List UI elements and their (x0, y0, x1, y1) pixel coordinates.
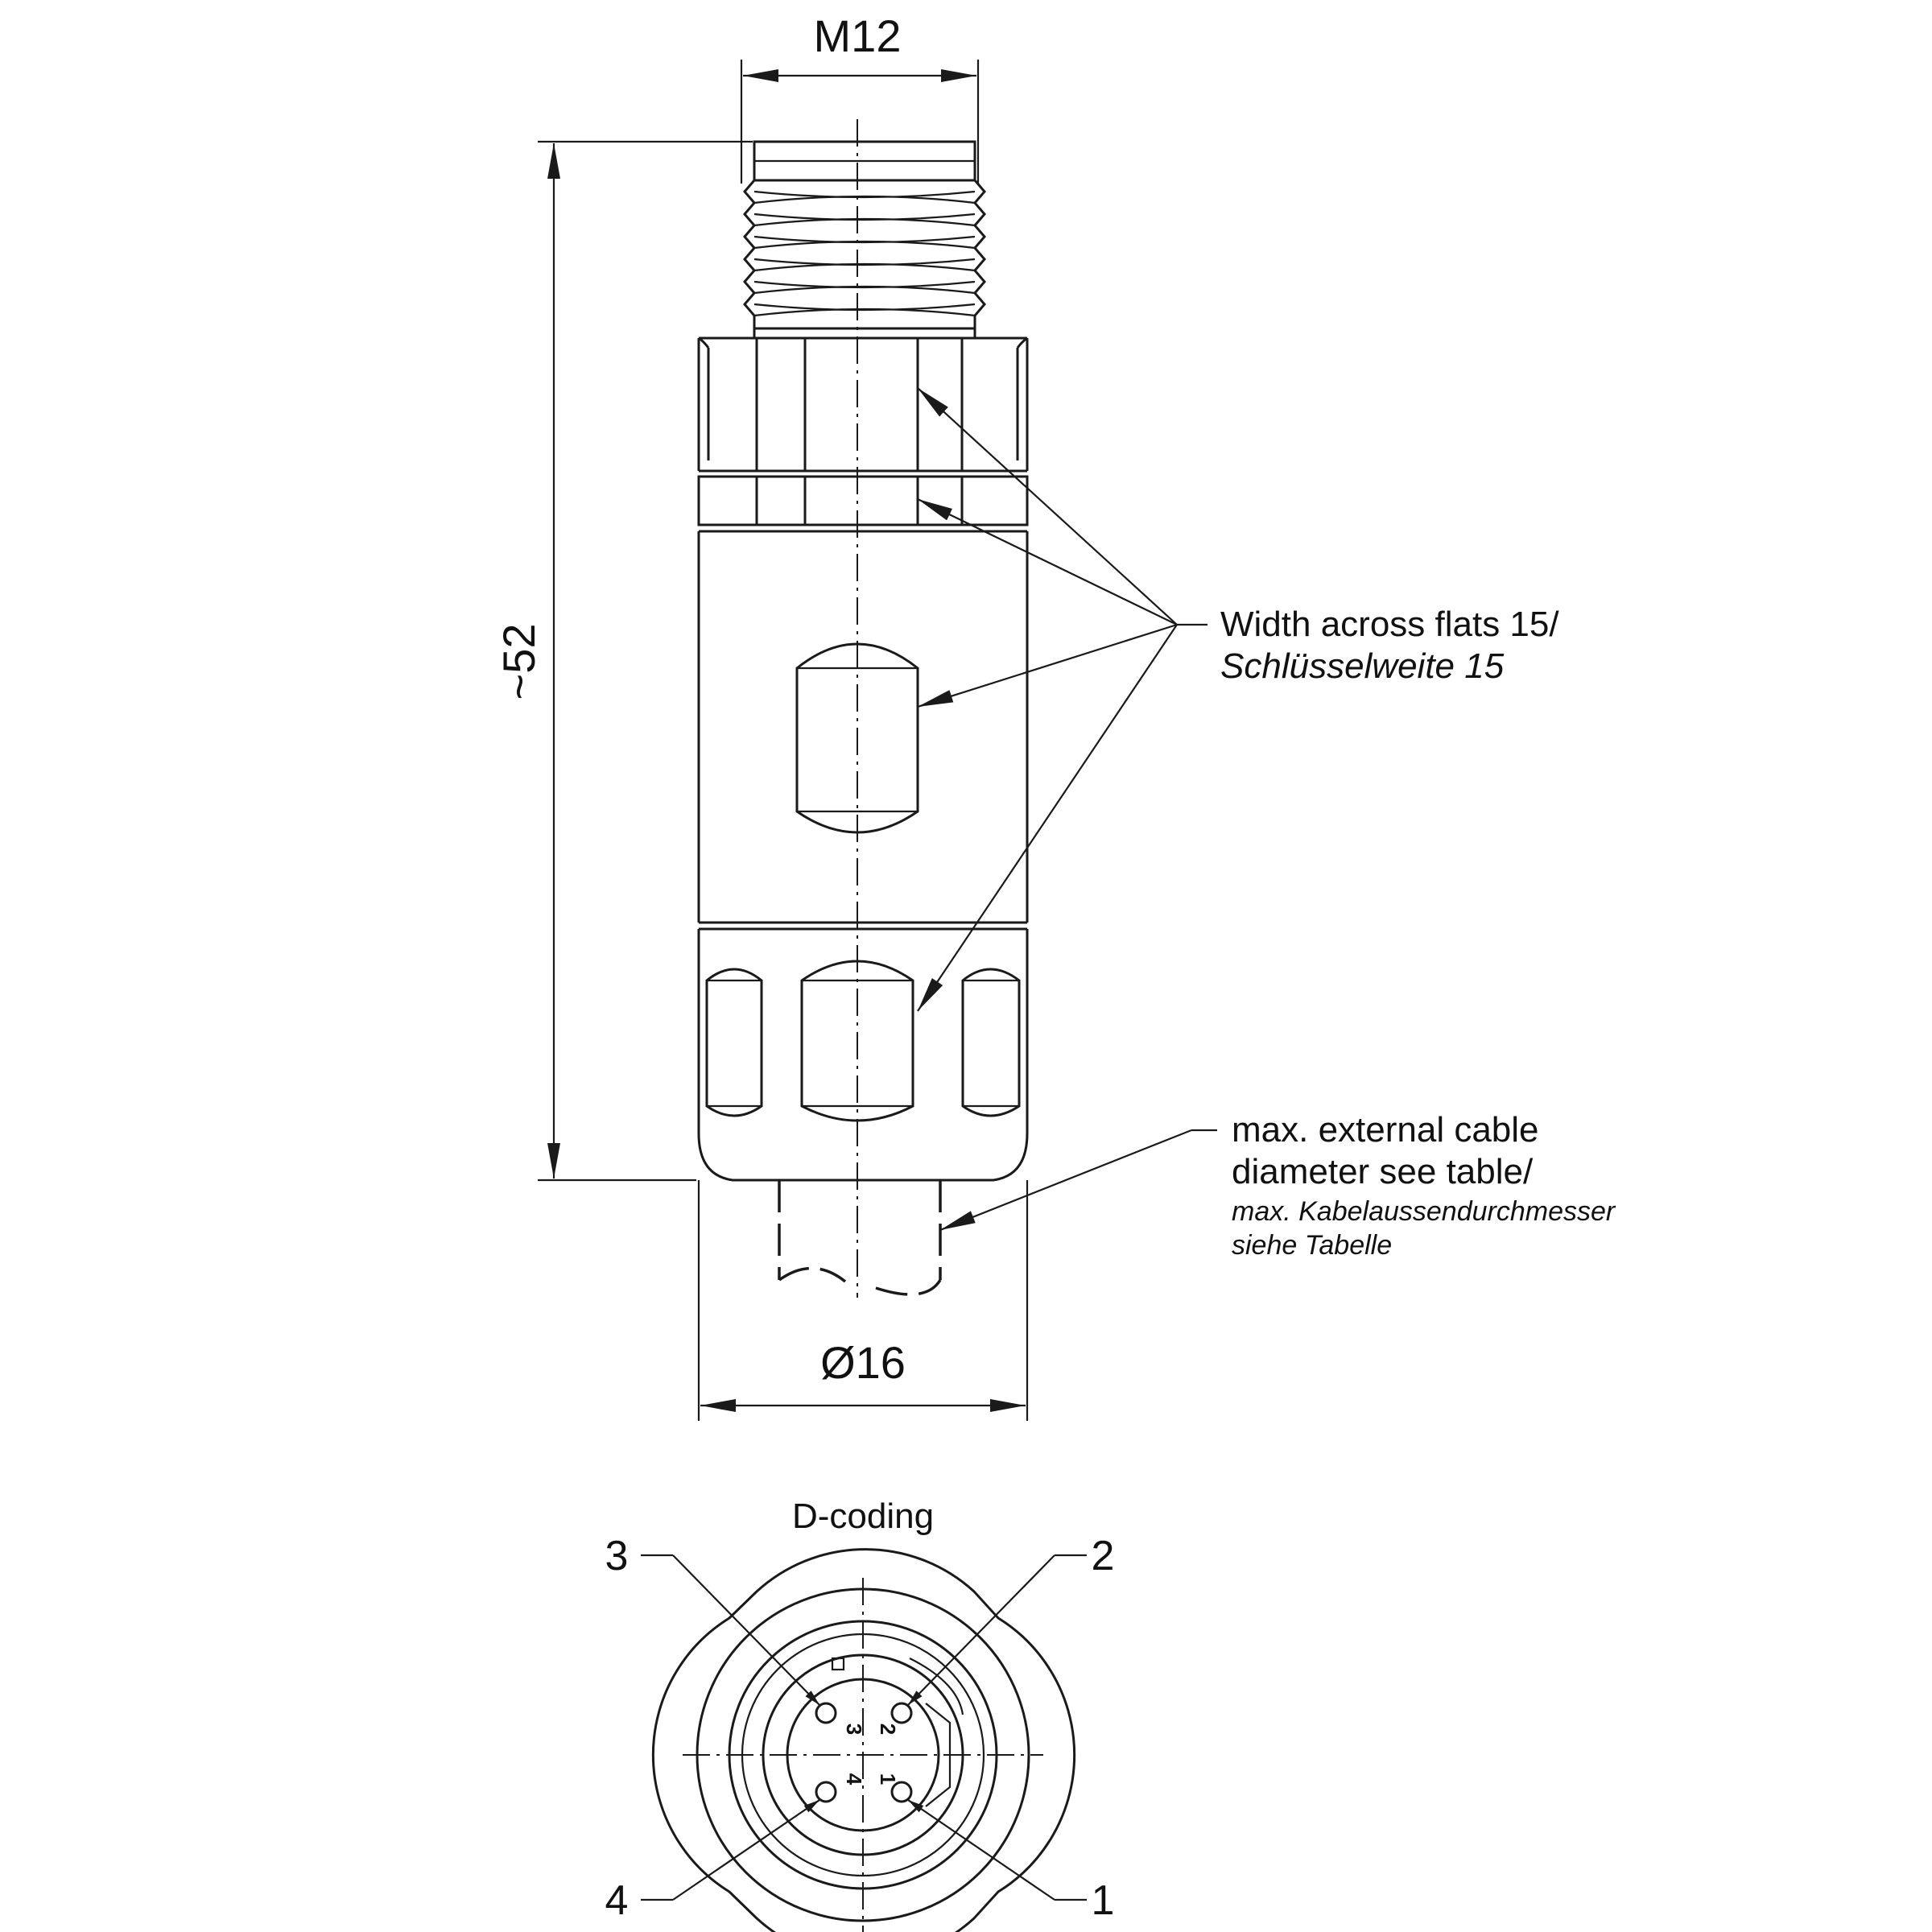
front-outer-outline (651, 1548, 1076, 1932)
contact-2 (890, 1702, 913, 1724)
contact-3 (815, 1702, 837, 1724)
cable-outline (778, 1180, 942, 1296)
cable-note-de-1: max. Kabelaussendurchmesser (1232, 1196, 1616, 1227)
side-view: M12 ~52 Ø16 Width across flats 15/ Schlü… (493, 10, 1616, 1421)
leader-cable: max. external cable diameter see table/ … (939, 1110, 1616, 1261)
front-view: D-coding 3 2 4 1 3 2 (605, 1496, 1115, 1932)
pin-callouts: 3 2 4 1 (605, 1533, 1115, 1924)
wrench-note-de: Schlüsselweite 15 (1220, 646, 1505, 686)
hex-nut (697, 336, 1029, 478)
pin-callout-1: 1 (1092, 1877, 1115, 1924)
contact-1 (890, 1781, 913, 1803)
coding-label: D-coding (792, 1496, 934, 1536)
thread-crests (753, 190, 976, 317)
intermediate-ring (697, 475, 1029, 533)
wrench-note-en: Width across flats 15/ (1220, 605, 1559, 644)
leader-wrench-flats: Width across flats 15/ Schlüsselweite 15 (917, 387, 1559, 1012)
dimension-m12: M12 (740, 10, 980, 184)
cap-nut (697, 929, 1029, 1182)
contact-4 (815, 1781, 837, 1803)
threaded-tip (743, 140, 986, 338)
pin-callout-4: 4 (605, 1877, 629, 1924)
dimension-length: ~52 (493, 140, 753, 1182)
cable-note-en-1: max. external cable (1232, 1110, 1539, 1150)
cable-note-de-2: siehe Tabelle (1232, 1230, 1392, 1261)
pin-callout-2: 2 (1092, 1533, 1115, 1579)
diameter-label: Ø16 (820, 1337, 906, 1388)
thread-label: M12 (814, 10, 902, 61)
contact-number-4: 4 (842, 1773, 866, 1785)
pin-callout-3: 3 (605, 1533, 629, 1579)
contact-number-1: 1 (876, 1773, 900, 1785)
dimension-diameter: Ø16 (697, 1180, 1029, 1421)
length-label: ~52 (493, 624, 544, 700)
main-body (697, 531, 1029, 931)
thread-outline (743, 180, 756, 338)
contact-number-2: 2 (876, 1724, 900, 1735)
contact-number-3: 3 (842, 1724, 866, 1735)
cable-note-en-2: diameter see table/ (1232, 1152, 1534, 1191)
